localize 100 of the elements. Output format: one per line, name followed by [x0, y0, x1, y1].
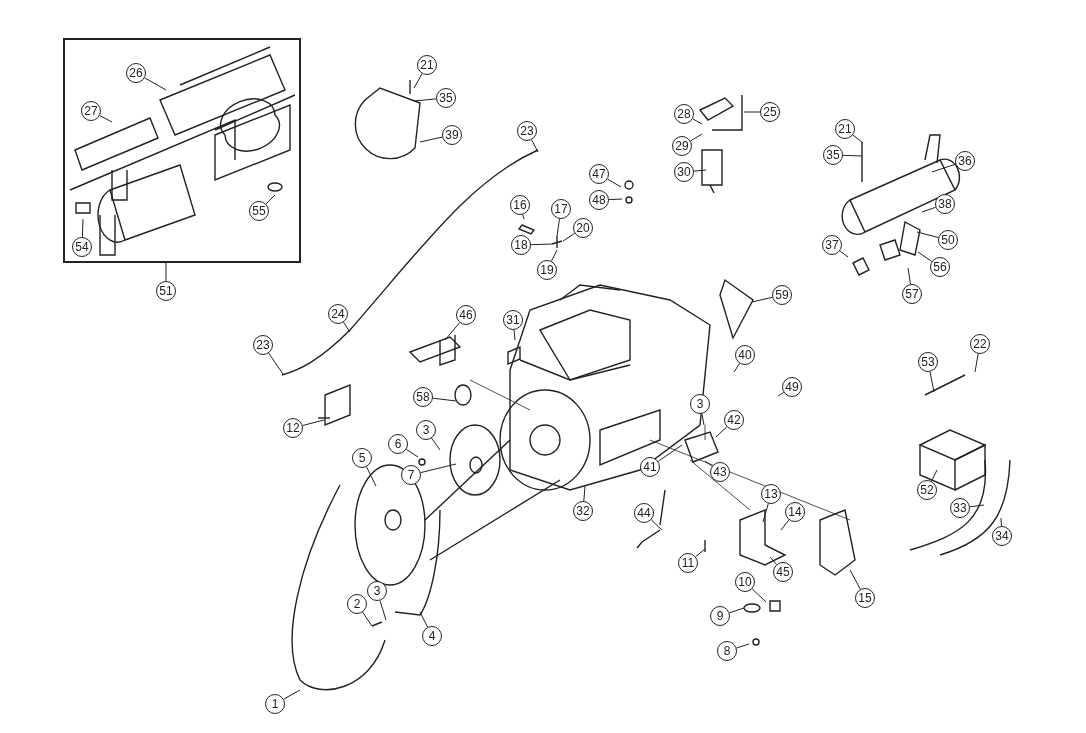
leader-line	[444, 322, 461, 341]
leader-line	[405, 448, 419, 458]
leader-line	[419, 611, 428, 628]
callout-number: 35	[823, 145, 843, 165]
callout-number: 20	[573, 218, 593, 238]
callout-number: 30	[674, 162, 694, 182]
callout-number: 22	[970, 334, 990, 354]
callout-number: 40	[735, 345, 755, 365]
callout-number: 23	[253, 335, 273, 355]
leader-line	[715, 426, 728, 438]
leader-line	[692, 118, 703, 125]
callout-number: 8	[717, 641, 737, 661]
leader-line	[283, 689, 301, 700]
callout-number: 49	[782, 377, 802, 397]
leader-line	[530, 243, 553, 246]
leader-line	[265, 194, 276, 205]
leader-line	[695, 548, 706, 558]
leader-line	[362, 611, 373, 627]
leader-line	[777, 391, 785, 397]
inset-frame	[63, 38, 301, 263]
leader-line	[690, 133, 703, 142]
callout-number: 16	[510, 195, 530, 215]
callout-number: 3	[416, 420, 436, 440]
callout-number: 48	[589, 190, 609, 210]
leader-line	[852, 134, 863, 143]
callout-number: 2	[347, 594, 367, 614]
leader-line	[701, 413, 705, 426]
callout-number: 37	[822, 235, 842, 255]
callout-number: 41	[640, 457, 660, 477]
callout-number: 3	[690, 394, 710, 414]
callout-number: 6	[388, 434, 408, 454]
leader-line	[931, 163, 956, 173]
callout-number: 19	[537, 260, 557, 280]
callout-number: 46	[456, 305, 476, 325]
leader-line	[751, 588, 767, 603]
leader-line	[268, 352, 284, 375]
callout-number: 15	[855, 588, 875, 608]
callout-number: 33	[950, 498, 970, 518]
callout-number: 1	[265, 694, 285, 714]
callout-number: 12	[283, 418, 303, 438]
callout-number: 11	[678, 553, 698, 573]
callout-number: 38	[935, 194, 955, 214]
leader-line	[99, 115, 113, 123]
callout-number: 3	[367, 581, 387, 601]
callout-number: 13	[761, 484, 781, 504]
leader-line	[751, 296, 773, 303]
callout-number: 39	[442, 125, 462, 145]
callout-number: 51	[156, 281, 176, 301]
leader-line	[921, 206, 937, 213]
leader-line	[608, 198, 623, 201]
callout-number: 17	[551, 199, 571, 219]
callout-number: 28	[674, 104, 694, 124]
callout-number: 42	[724, 410, 744, 430]
leader-line	[733, 362, 741, 373]
callout-number: 31	[503, 310, 523, 330]
callout-number: 26	[126, 63, 146, 83]
leader-line	[736, 643, 750, 649]
leader-line	[420, 463, 457, 474]
callout-number: 58	[413, 387, 433, 407]
leader-line	[650, 519, 663, 531]
callout-number: 54	[72, 237, 92, 257]
callout-number: 21	[417, 55, 437, 75]
callout-number: 52	[917, 480, 937, 500]
leader-line	[531, 139, 539, 153]
leader-line	[551, 249, 558, 262]
leader-line	[969, 504, 985, 508]
leader-line	[165, 262, 167, 282]
callout-number: 5	[352, 448, 372, 468]
callout-number: 4	[422, 626, 442, 646]
callout-number: 25	[760, 102, 780, 122]
leader-line	[522, 214, 525, 220]
leader-line	[769, 556, 777, 565]
callout-number: 43	[710, 462, 730, 482]
leader-line	[839, 250, 849, 258]
leader-line	[842, 154, 863, 157]
callout-number: 32	[573, 501, 593, 521]
callout-number: 35	[436, 88, 456, 108]
leader-line	[144, 77, 167, 91]
leader-line	[562, 232, 576, 242]
leader-line	[907, 267, 911, 285]
leader-line	[302, 419, 325, 426]
leader-line	[366, 466, 377, 487]
callout-number: 9	[710, 606, 730, 626]
callout-number: 44	[634, 503, 654, 523]
leader-line	[607, 178, 622, 188]
leader-line	[931, 469, 938, 482]
leader-line	[704, 460, 713, 467]
callout-number: 50	[938, 230, 958, 250]
leader-line	[556, 218, 560, 237]
leader-line	[849, 569, 861, 590]
leader-line	[929, 371, 935, 393]
callout-number: 56	[930, 257, 950, 277]
leader-line	[379, 600, 387, 621]
leader-line	[432, 397, 457, 402]
callout-number: 36	[955, 151, 975, 171]
leader-line	[917, 251, 933, 262]
leader-line	[974, 353, 979, 373]
callout-number: 57	[902, 284, 922, 304]
leader-line	[413, 73, 423, 89]
leader-line	[762, 503, 769, 523]
